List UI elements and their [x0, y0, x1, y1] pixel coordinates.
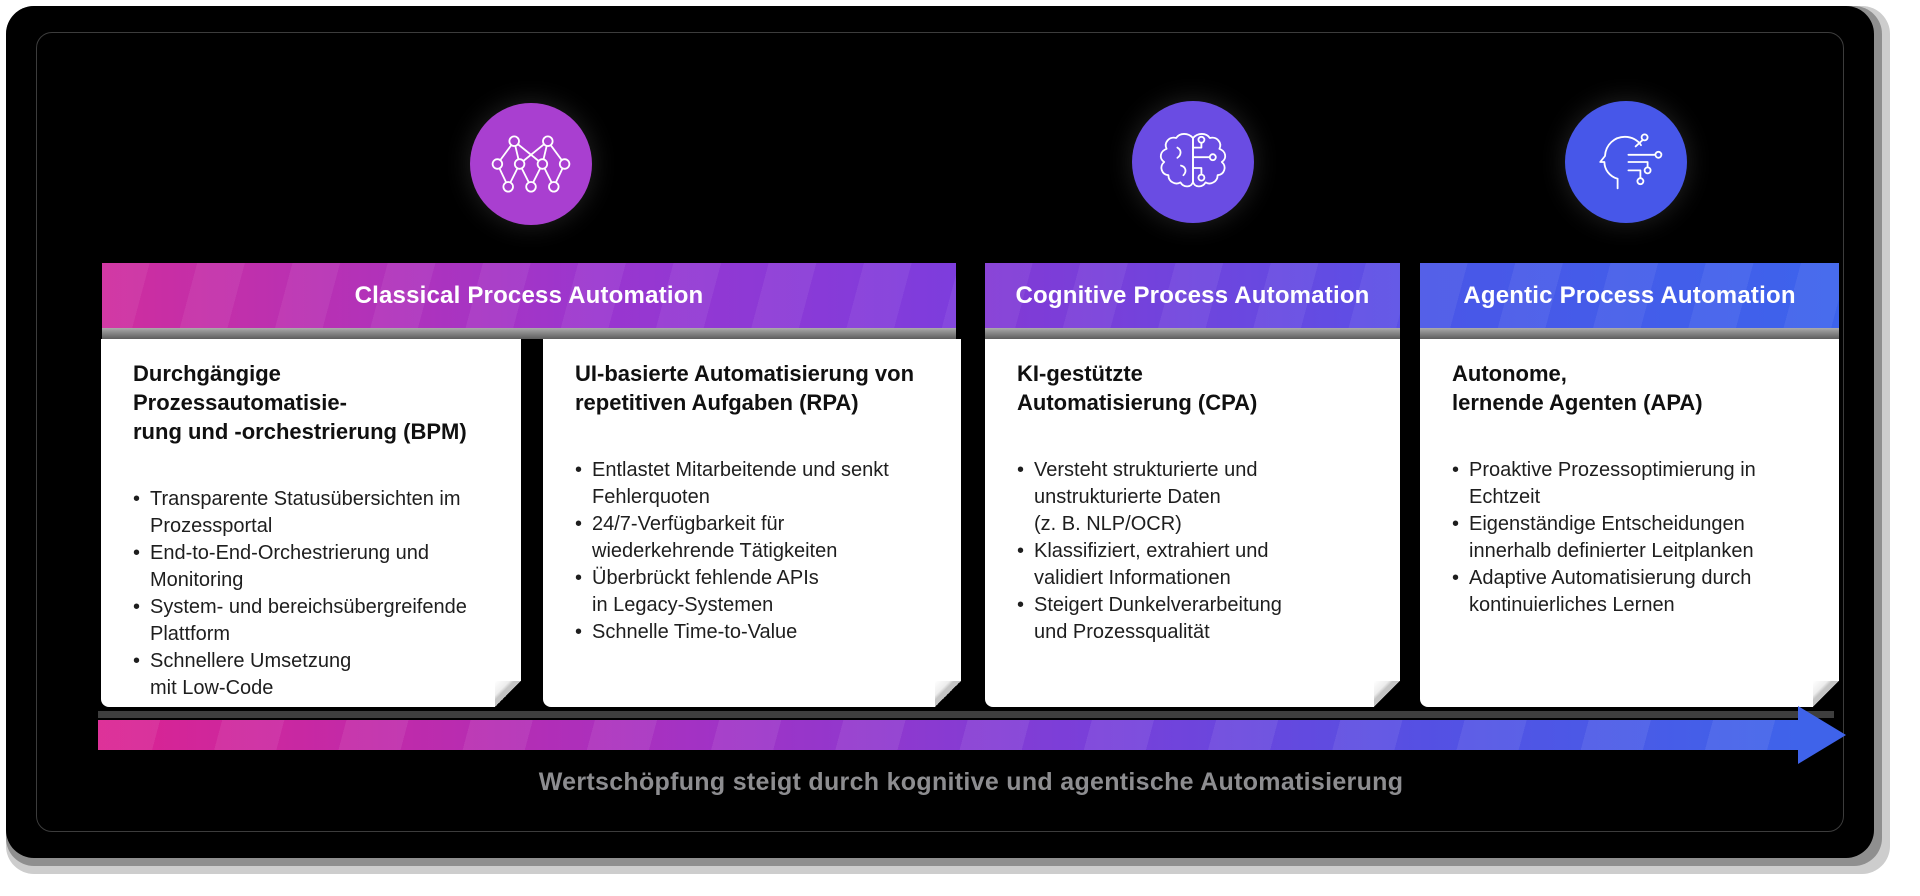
card-bpm: Durchgängige Prozessautomatisie- rung un…	[101, 339, 521, 707]
header-agentic-process-automation: Agentic Process Automation	[1420, 263, 1839, 328]
card-top-edge	[985, 328, 1400, 339]
bullet-item: End-to-End-Orchestrierung und Monitoring	[133, 540, 497, 594]
card-apa: Autonome, lernende Agenten (APA) Proakti…	[1420, 339, 1839, 707]
head-circuit-icon	[1565, 101, 1687, 223]
bullet-item: Versteht strukturierte und unstrukturier…	[1017, 457, 1376, 538]
bullet-item: Adaptive Automatisierung durch kontinuie…	[1452, 565, 1815, 619]
neural-network-icon	[470, 103, 592, 225]
folded-corner	[1813, 681, 1839, 707]
folded-corner	[1374, 681, 1400, 707]
folded-corner	[495, 681, 521, 707]
decorative-frame	[36, 32, 1844, 832]
main-panel: Classical Process Automation Cognitive P…	[6, 6, 1874, 858]
bullet-item: 24/7-Verfügbarkeit für wiederkehrende Tä…	[575, 511, 937, 565]
card-rpa: UI-basierte Automatisierung von repetiti…	[543, 339, 961, 707]
bullet-list: Entlastet Mitarbeitende und senkt Fehler…	[575, 457, 937, 646]
brain-circuit-icon	[1132, 101, 1254, 223]
bullet-item: Klassifiziert, extrahiert und validiert …	[1017, 538, 1376, 592]
arrow-head	[1798, 706, 1846, 764]
card-top-edge	[102, 328, 956, 339]
bullet-list: Transparente Statusübersichten im Prozes…	[133, 486, 497, 702]
bullet-item: Steigert Dunkelverarbeitung und Prozessq…	[1017, 592, 1376, 646]
bullet-list: Versteht strukturierte und unstrukturier…	[1017, 457, 1376, 646]
card-title: KI-gestützte Automatisierung (CPA)	[1017, 361, 1258, 415]
card-title: Autonome, lernende Agenten (APA)	[1452, 361, 1703, 415]
header-cognitive-process-automation: Cognitive Process Automation	[985, 263, 1400, 328]
bullet-item: Proaktive Prozessoptimierung in Echtzeit	[1452, 457, 1815, 511]
bullet-item: System- und bereichsübergreifende Plattf…	[133, 594, 497, 648]
arrow-shadow-edge	[98, 711, 1834, 718]
card-top-edge	[1420, 328, 1839, 339]
card-title: Durchgängige Prozessautomatisie- rung un…	[133, 361, 467, 444]
arrow-caption: Wertschöpfung steigt durch kognitive und…	[538, 768, 1404, 796]
bullet-item: Schnellere Umsetzung mit Low-Code	[133, 648, 497, 702]
folded-corner	[935, 681, 961, 707]
bullet-item: Schnelle Time-to-Value	[575, 619, 937, 646]
header-classical-process-automation: Classical Process Automation	[102, 263, 956, 328]
bullet-item: Entlastet Mitarbeitende und senkt Fehler…	[575, 457, 937, 511]
bullet-item: Transparente Statusübersichten im Prozes…	[133, 486, 497, 540]
card-title: UI-basierte Automatisierung von repetiti…	[575, 361, 915, 415]
evolution-arrow	[98, 720, 1798, 750]
bullet-item: Überbrückt fehlende APIs in Legacy-Syste…	[575, 565, 937, 619]
card-cpa: KI-gestützte Automatisierung (CPA) Verst…	[985, 339, 1400, 707]
bullet-list: Proaktive Prozessoptimierung in Echtzeit…	[1452, 457, 1815, 619]
bullet-item: Eigenständige Entscheidungen innerhalb d…	[1452, 511, 1815, 565]
